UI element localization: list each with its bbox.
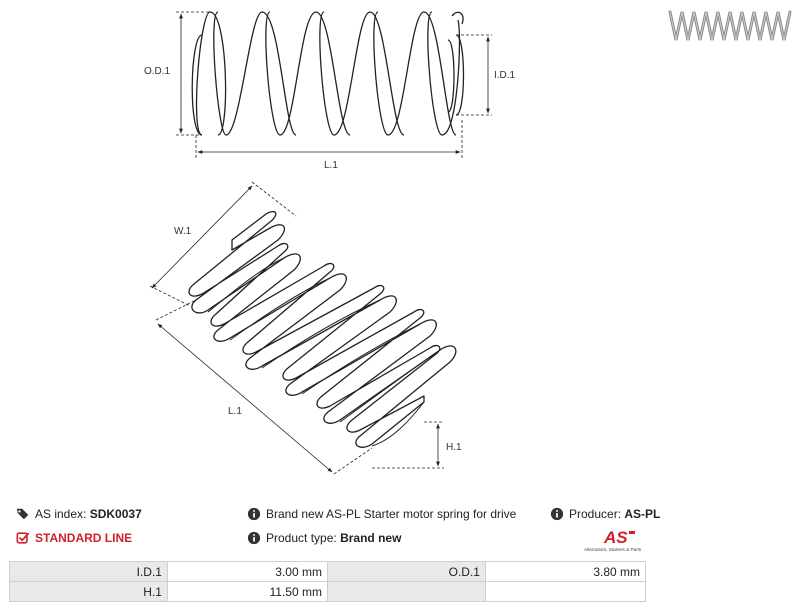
top-dimensions	[176, 11, 492, 158]
as-index-value: SDK0037	[89, 507, 142, 521]
spec-label	[326, 581, 486, 602]
spring-isometric-view	[188, 210, 457, 448]
od-label: O.D.1	[144, 66, 171, 77]
height-label: H.1	[446, 442, 462, 453]
product-type-value: Brand new	[340, 531, 402, 545]
checkbox-checked-icon	[16, 532, 30, 544]
product-photo-spring[interactable]	[664, 4, 794, 46]
spec-value	[484, 581, 647, 602]
logo-tagline: Alternators, Starters & Parts	[584, 547, 642, 552]
spec-label: H.1	[9, 581, 168, 602]
tags-icon	[16, 508, 29, 520]
info-icon	[247, 531, 261, 545]
spec-label: I.D.1	[9, 561, 168, 582]
as-pl-logo: AS Alternators, Starters & Parts	[584, 528, 642, 552]
length-label-bottom: L.1	[228, 406, 242, 417]
specs-table: I.D.1 3.00 mm O.D.1 3.80 mm H.1 11.50 mm	[9, 561, 647, 602]
bottom-dimensions	[149, 181, 444, 475]
width-label: W.1	[174, 226, 192, 237]
spring-side-view	[191, 11, 465, 136]
table-row: I.D.1 3.00 mm O.D.1 3.80 mm	[9, 561, 647, 582]
info-icon	[247, 507, 261, 521]
spec-value: 3.80 mm	[484, 561, 647, 582]
product-type-label: Product type:	[266, 531, 337, 545]
spec-value: 11.50 mm	[166, 581, 328, 602]
table-row: H.1 11.50 mm	[9, 581, 647, 602]
description-text: Brand new AS-PL Starter motor spring for…	[266, 507, 517, 521]
product-type: Product type: Brand new	[247, 527, 401, 549]
spec-label: O.D.1	[326, 561, 486, 582]
as-index-label: AS index:	[35, 507, 87, 521]
length-label-top: L.1	[324, 160, 338, 171]
as-index: AS index: SDK0037	[16, 503, 142, 525]
producer-value: AS-PL	[624, 507, 661, 521]
producer: Producer: AS-PL	[550, 503, 660, 525]
producer-label: Producer:	[569, 507, 622, 521]
info-row-2: STANDARD LINE Product type: Brand new	[0, 527, 800, 549]
description: Brand new AS-PL Starter motor spring for…	[247, 503, 516, 525]
info-icon	[550, 507, 564, 521]
standard-line-label: STANDARD LINE	[35, 531, 133, 545]
spec-value: 3.00 mm	[166, 561, 328, 582]
standard-line: STANDARD LINE	[16, 527, 132, 549]
spring-technical-drawing: O.D.1 I.D.1 L.1 W.1 L.1 H.1	[144, 11, 516, 475]
info-row-1: AS index: SDK0037 Brand new AS-PL Starte…	[0, 503, 800, 525]
id-label: I.D.1	[494, 70, 516, 81]
logo-mark: AS	[603, 528, 628, 547]
